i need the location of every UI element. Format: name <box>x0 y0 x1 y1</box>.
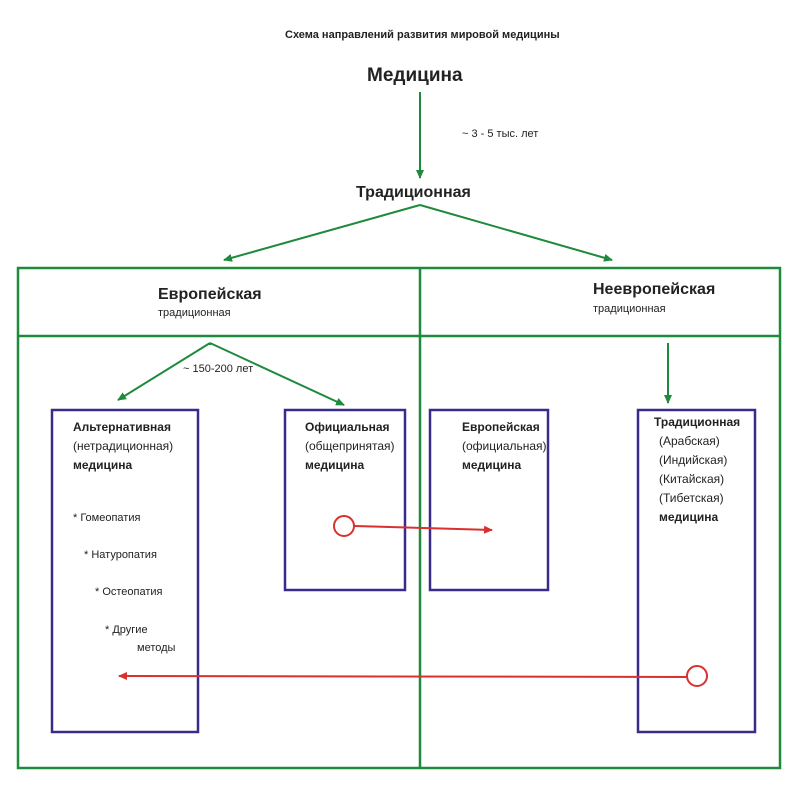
tradition-arabic: (Арабская) <box>659 434 720 448</box>
method-homeopathy: * Гомеопатия <box>73 512 141 524</box>
diagram-title: Схема направлений развития мировой медиц… <box>285 29 560 41</box>
method-other-tail: методы <box>137 642 176 654</box>
european-official-subtitle: (официальная) <box>462 439 547 453</box>
non-european-title: Неевропейская <box>593 281 716 298</box>
outer-frame <box>16 266 782 770</box>
traditional-eastern-medicine: медицина <box>659 510 719 524</box>
tradition-indian: (Индийская) <box>659 453 728 467</box>
tradition-tibetan: (Тибетская) <box>659 491 724 505</box>
alternative-subtitle: (нетрадиционная) <box>73 439 174 453</box>
method-other: * Другие <box>105 624 148 636</box>
alternative-title: Альтернативная <box>73 420 171 434</box>
box-european-official <box>428 408 550 592</box>
red-circle-eastern <box>686 665 708 687</box>
root-time-label: ~ 3 - 5 тыс. лет <box>462 128 539 140</box>
official-medicine: медицина <box>305 458 365 472</box>
box-traditional-eastern <box>636 408 757 734</box>
official-title: Официальная <box>305 420 390 434</box>
arrow-to-official <box>209 342 345 406</box>
traditional-eastern-title: Традиционная <box>654 415 741 429</box>
box-official <box>283 408 407 592</box>
non-european-subtitle: традиционная <box>593 303 666 315</box>
arrow-to-european <box>223 204 421 262</box>
european-subtitle: традиционная <box>158 307 231 319</box>
european-title: Европейская <box>158 286 262 303</box>
branch-time-label: ~ 150-200 лет <box>183 363 254 375</box>
alternative-medicine: медицина <box>73 458 133 472</box>
european-official-title: Европейская <box>462 420 540 434</box>
red-arrow-to-european-official <box>353 525 493 534</box>
red-circle-official <box>333 515 355 537</box>
box-alternative <box>50 408 200 734</box>
red-arrow-to-alternative <box>118 672 688 681</box>
traditional-node: Традиционная <box>356 184 471 201</box>
european-official-medicine: медицина <box>462 458 522 472</box>
method-osteopathy: * Остеопатия <box>95 586 163 598</box>
method-naturopathy: * Натуропатия <box>84 549 157 561</box>
arrow-to-non-european <box>419 204 613 262</box>
arrow-to-alternative <box>117 342 211 401</box>
official-subtitle: (общепринятая) <box>305 439 395 453</box>
root-node: Медицина <box>367 65 463 86</box>
tradition-chinese: (Китайская) <box>659 472 725 486</box>
